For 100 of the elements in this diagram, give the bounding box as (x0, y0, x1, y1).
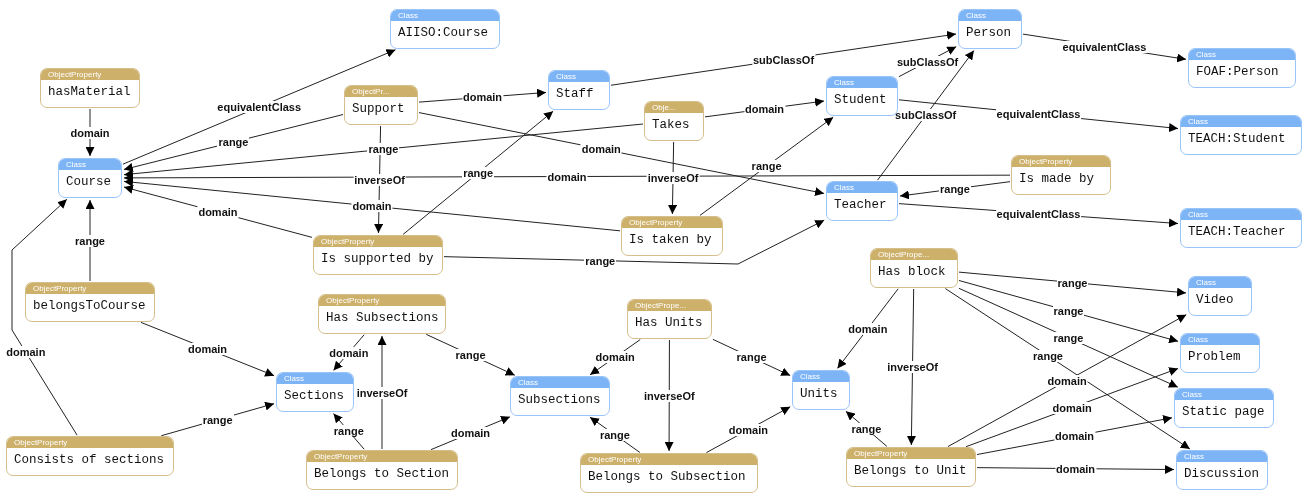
arrow (85, 199, 95, 282)
node-name: Is supported by (320, 251, 435, 268)
edge-label: range (850, 422, 883, 435)
class-node (958, 9, 1022, 49)
node-type-label: ObjectProperty (41, 69, 139, 80)
node-type-label: Obje... (645, 102, 703, 113)
node-type-label: Class (1177, 451, 1267, 462)
edge-label: inverseOf (353, 173, 406, 186)
class-node (1174, 388, 1274, 428)
arrow (944, 288, 1191, 450)
node-name: Student (833, 92, 888, 109)
node-type-label: ObjectPrope... (871, 249, 957, 260)
edge-label: domain (743, 102, 786, 115)
edge-label: domain (1054, 462, 1097, 475)
edge-label: domain (1053, 430, 1096, 443)
property-node (846, 447, 976, 487)
class-node (1180, 115, 1302, 155)
node-name: Course (65, 174, 112, 191)
node-type-label: Class (959, 10, 1021, 21)
class-node (1180, 333, 1260, 373)
edge-label: inverseOf (355, 386, 409, 399)
edge-label: domain (1051, 401, 1093, 414)
edge-label: equivalentClass (216, 100, 303, 113)
property-node (313, 235, 443, 275)
edge-label: domain (197, 206, 239, 219)
edge-label: range (750, 160, 783, 173)
arrow (377, 335, 387, 450)
node-type-label: ObjectProperty (581, 454, 757, 465)
property-node (306, 450, 458, 490)
node-type-label: Class (1181, 116, 1301, 127)
edge-label: subClassOf (896, 55, 960, 68)
arrow (123, 123, 644, 179)
arrow (123, 177, 621, 232)
node-type-label: ObjectPr... (345, 86, 417, 97)
edge-label: range (1052, 331, 1085, 344)
node-name: Staff (555, 86, 595, 103)
edge-label: range (454, 348, 487, 361)
arrow (443, 219, 825, 265)
edge-label: domain (328, 346, 370, 359)
edge-label: range (332, 425, 365, 438)
node-name: Teacher (833, 197, 888, 214)
edge-label: range (217, 136, 250, 148)
node-name: Is taken by (628, 232, 713, 249)
node-type-label: Class (511, 377, 609, 388)
node-type-label: Class (1181, 334, 1259, 345)
arrow (122, 49, 396, 165)
property-node (318, 294, 446, 334)
edge-label: range (1052, 304, 1085, 317)
property-node (580, 453, 758, 493)
node-name: belongsToCourse (32, 298, 147, 315)
node-type-label: ObjectProperty (319, 295, 445, 306)
arrow (664, 339, 674, 452)
edge-label: subClassOf (751, 53, 816, 66)
class-node (792, 370, 850, 410)
property-node (344, 85, 418, 125)
node-name: Units (799, 386, 839, 403)
node-name: Has block (877, 264, 947, 281)
edge-label: range (735, 351, 768, 364)
edge-label: range (462, 166, 495, 179)
edge-label: domain (461, 91, 504, 104)
class-node (1180, 208, 1302, 248)
node-name: Subsections (517, 392, 602, 409)
node-name: Takes (651, 117, 691, 134)
node-name: Belongs to Subsection (587, 469, 747, 486)
node-type-label: ObjectPrope... (628, 300, 711, 311)
edge-label: range (201, 413, 234, 426)
arrow (402, 110, 554, 235)
node-type-label: Class (1181, 209, 1301, 220)
node-name: Has Subsections (325, 310, 440, 327)
edge-label: domain (186, 343, 229, 355)
node-name: Has Units (634, 315, 704, 332)
node-type-label: Class (1189, 49, 1295, 60)
arrow (11, 198, 78, 436)
node-name: Support (351, 101, 406, 118)
node-type-label: Class (1189, 277, 1251, 288)
arrow (418, 112, 825, 197)
node-name: Video (1195, 292, 1235, 309)
edge-label: equivalentClass (1061, 40, 1148, 53)
class-node (390, 9, 500, 49)
node-name: Discussion (1183, 466, 1260, 483)
node-type-label: Class (277, 373, 353, 384)
edge-label: range (74, 234, 106, 247)
node-type-label: Class (827, 77, 897, 88)
class-node (1176, 450, 1268, 490)
edge-label: domain (546, 170, 588, 183)
node-name: Person (965, 25, 1012, 42)
property-node (870, 248, 958, 288)
edge-label: domain (351, 200, 393, 213)
node-name: Static page (1181, 404, 1266, 421)
node-type-label: Class (391, 10, 499, 21)
edge-label: inverseOf (886, 361, 939, 373)
node-name: AIISO:Course (397, 25, 489, 42)
arrow (947, 314, 1187, 447)
node-name: TEACH:Teacher (1187, 224, 1287, 241)
arrow (906, 288, 916, 446)
property-node (25, 282, 155, 322)
arrow (699, 116, 834, 216)
class-node (510, 376, 610, 416)
node-name: Is made by (1018, 171, 1095, 188)
node-name: FOAF:Person (1195, 64, 1280, 81)
